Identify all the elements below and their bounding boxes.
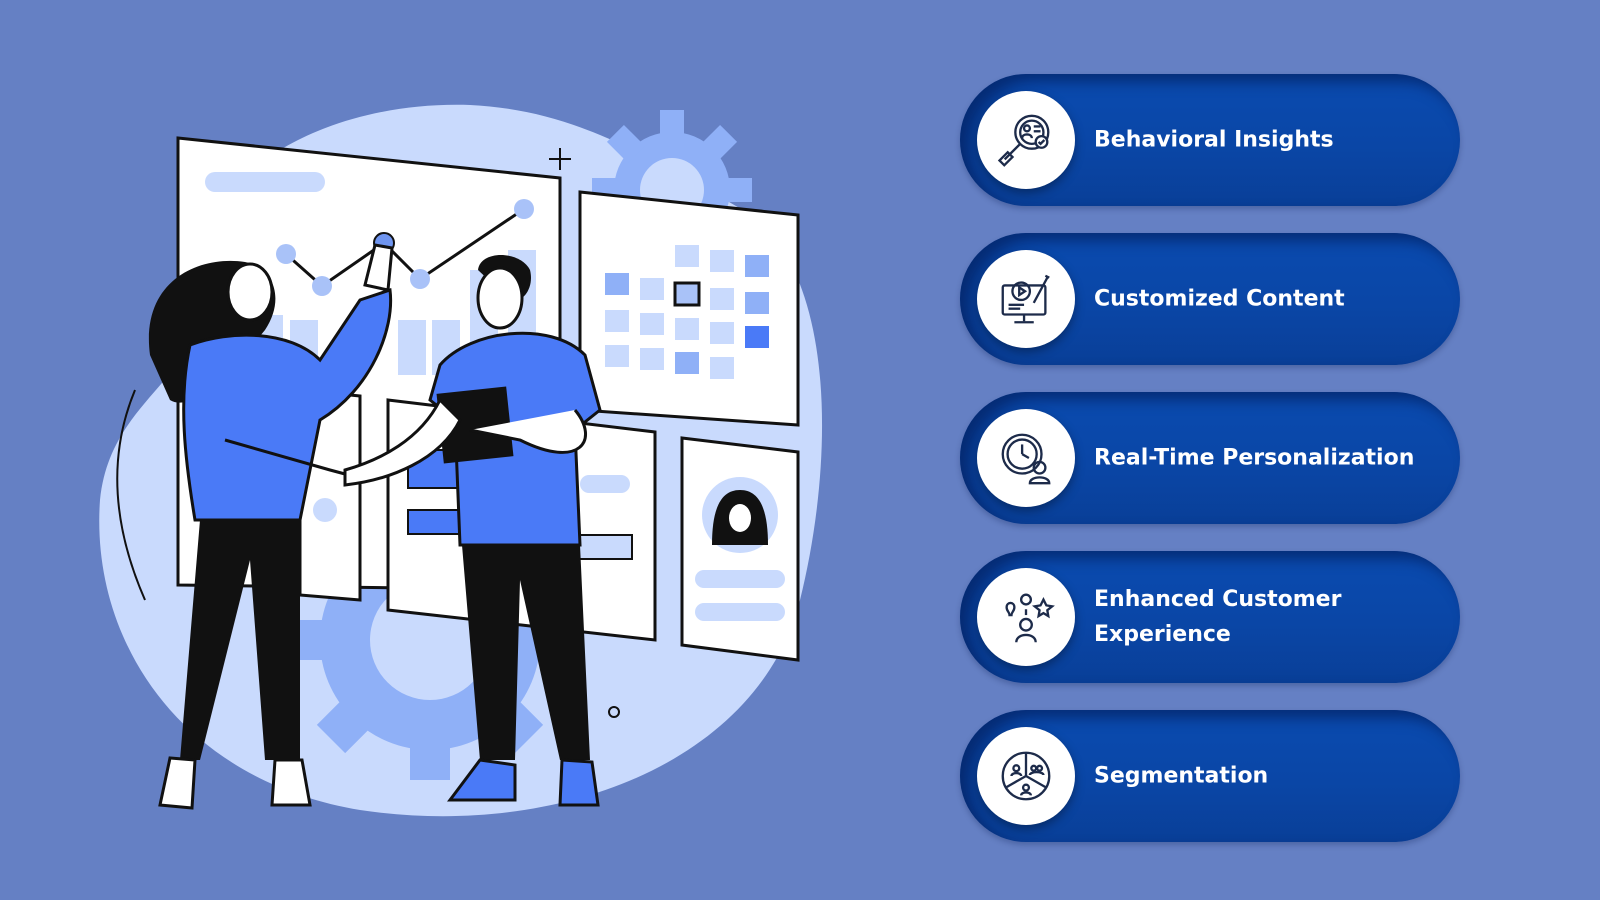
man-figure xyxy=(343,255,602,807)
feature-enhanced-customer-experience[interactable]: Enhanced Customer Experience xyxy=(960,551,1460,683)
feature-real-time-personalization[interactable]: Real-Time Personalization xyxy=(960,392,1460,524)
feature-list: Behavioral Insights Customized Content xyxy=(960,74,1460,869)
sparkle-icon xyxy=(549,148,571,170)
feature-customized-content[interactable]: Customized Content xyxy=(960,233,1460,365)
person-ideas-icon xyxy=(977,568,1075,666)
magnifier-profile-icon xyxy=(977,91,1075,189)
calendar-board xyxy=(578,190,800,427)
feature-behavioral-insights[interactable]: Behavioral Insights xyxy=(960,74,1460,206)
feature-label: Enhanced Customer Experience xyxy=(1094,587,1342,647)
monitor-video-gear-icon xyxy=(977,250,1075,348)
business-handshake-illustration xyxy=(99,104,823,817)
profile-card xyxy=(680,436,800,662)
clock-person-icon xyxy=(977,409,1075,507)
feature-label: Segmentation xyxy=(1094,763,1269,789)
segmented-pie-people-icon xyxy=(977,727,1075,825)
feature-segmentation[interactable]: Segmentation xyxy=(960,710,1460,842)
feature-label: Behavioral Insights xyxy=(1094,127,1334,153)
feature-label: Customized Content xyxy=(1094,286,1345,312)
feature-label: Real-Time Personalization xyxy=(1094,445,1415,471)
